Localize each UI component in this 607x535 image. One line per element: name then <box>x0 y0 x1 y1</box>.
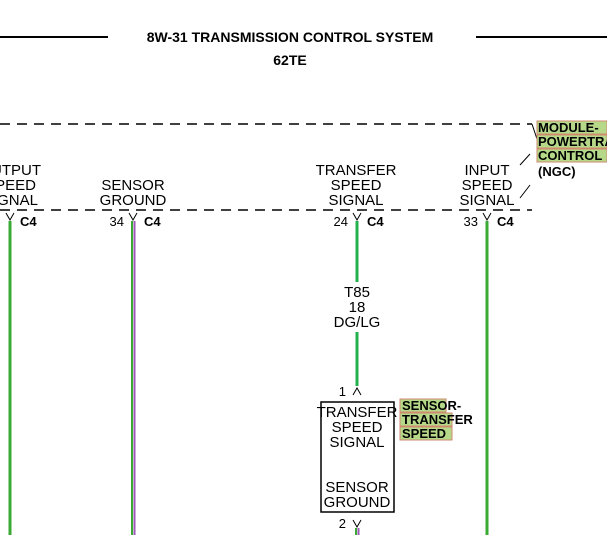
sensor-top-pin-icon <box>352 386 362 396</box>
pin-24-connector: C4 <box>367 214 384 229</box>
pin-33-connector-icon <box>482 212 492 222</box>
pin-34-label-1: SENSOR <box>101 177 165 194</box>
sensor-bottom-label-2: GROUND <box>324 494 391 511</box>
pin-24-connector-icon <box>352 212 362 222</box>
pin-34-label-2: GROUND <box>100 192 167 209</box>
pin-24-label-1: TRANSFER <box>316 162 397 179</box>
pin-24-label-3: SIGNAL <box>328 192 383 209</box>
module-variant: (NGC) <box>538 164 576 179</box>
module-name-highlight-1 <box>536 120 607 135</box>
sensor-bottom-pin-number: 2 <box>339 516 346 531</box>
sensor-name-line-1: SENSOR- <box>402 398 461 413</box>
sensor-name-highlight-3 <box>399 426 453 441</box>
wire-gauge: 18 <box>349 299 366 316</box>
diagram-title: 8W-31 TRANSMISSION CONTROL SYSTEM <box>147 29 434 45</box>
sensor-top-label-2: SPEED <box>332 419 383 436</box>
sensor-body <box>320 401 395 513</box>
sensor-top-label-1: TRANSFER <box>317 404 398 421</box>
sensor-name-line-2: TRANSFER <box>402 412 473 427</box>
pin-output-label-2: SPEED <box>0 177 36 194</box>
pin-output-connector: C4 <box>20 214 37 229</box>
sensor-top-pin-number: 1 <box>339 384 346 399</box>
module-boundary-diag-2 <box>519 153 531 166</box>
pin-24-label-2: SPEED <box>331 177 382 194</box>
wire-color-code: DG/LG <box>334 314 381 331</box>
sensor-name-line-3: SPEED <box>402 426 446 441</box>
pin-24-number: 24 <box>334 214 348 229</box>
pin-output-label-3: SIGNAL <box>0 192 38 209</box>
diagram-subtitle: 62TE <box>273 52 306 68</box>
pin-34-connector-icon <box>128 212 138 222</box>
pin-33-label-1: INPUT <box>465 162 510 179</box>
sensor-top-label-3: SIGNAL <box>329 434 384 451</box>
pin-33-connector: C4 <box>497 214 514 229</box>
pin-34-number: 34 <box>110 214 124 229</box>
pin-33-label-2: SPEED <box>462 177 513 194</box>
module-name-highlight-2 <box>536 134 607 149</box>
pin-output-connector-icon <box>5 212 15 222</box>
module-name-line-2: POWERTRAIN <box>538 134 607 149</box>
sensor-bottom-label-1: SENSOR <box>325 479 389 496</box>
sensor-name-highlight-2 <box>399 412 453 427</box>
module-boundary-diag-3 <box>519 184 531 199</box>
pin-33-number: 33 <box>464 214 478 229</box>
wire-circuit: T85 <box>344 284 370 301</box>
module-name-line-1: MODULE- <box>538 120 599 135</box>
pin-output-label-1: OUTPUT <box>0 162 41 179</box>
pin-34-connector: C4 <box>144 214 161 229</box>
pin-33-label-3: SIGNAL <box>459 192 514 209</box>
sensor-name-highlight-1 <box>399 398 447 413</box>
module-name-highlight-3 <box>536 148 607 163</box>
sensor-bottom-pin-icon <box>352 519 362 529</box>
module-name-line-3: CONTROL <box>538 148 602 163</box>
